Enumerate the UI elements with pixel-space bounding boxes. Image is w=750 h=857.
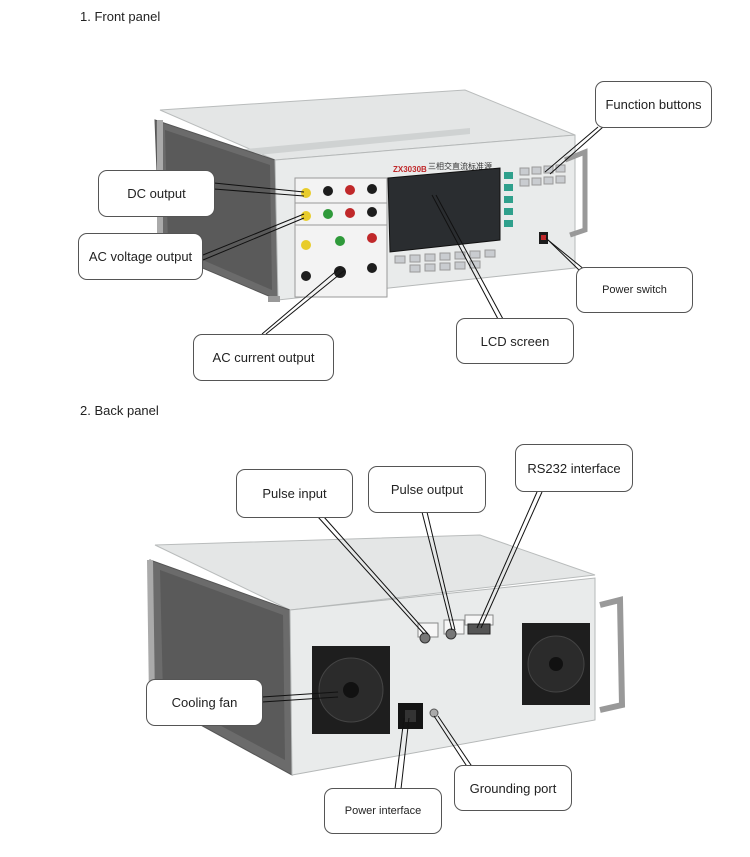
back-device [147, 534, 626, 776]
callout-ac-voltage-output: AC voltage output [78, 233, 203, 280]
front-device: ZX3030B 三相交直流标准源 [154, 89, 588, 302]
callout-pulse-output: Pulse output [368, 466, 486, 513]
grounding-port[interactable] [429, 708, 439, 718]
front-leader-lines [202, 126, 604, 335]
callout-cooling-fan: Cooling fan [146, 679, 263, 726]
callout-dc-output: DC output [98, 170, 215, 217]
front-panel-title: 1. Front panel [80, 9, 161, 24]
back-panel-title: 2. Back panel [80, 403, 159, 418]
callout-ac-current-output: AC current output [193, 334, 334, 381]
callout-pulse-input: Pulse input [236, 469, 353, 518]
callout-rs232-interface: RS232 interface [515, 444, 633, 492]
callout-power-interface: Power interface [324, 788, 442, 834]
callout-function-buttons: Function buttons [595, 81, 712, 128]
callout-grounding-port: Grounding port [454, 765, 572, 811]
pulse-input-port[interactable] [419, 632, 431, 644]
ac-voltage-terminal-yellow[interactable] [301, 211, 311, 221]
model-label: ZX3030B [393, 165, 427, 174]
keypad[interactable] [394, 249, 496, 273]
callout-lcd-screen: LCD screen [456, 318, 574, 364]
device-name-label: 三相交直流标准源 [428, 161, 492, 171]
pulse-output-port[interactable] [445, 628, 457, 640]
callout-power-switch: Power switch [576, 267, 693, 313]
dc-output-terminal-yellow[interactable] [301, 188, 311, 198]
rs232-port[interactable] [467, 623, 491, 635]
lcd-side-buttons[interactable] [504, 172, 513, 227]
back-leader-lines [261, 491, 543, 790]
ac-current-terminal-black[interactable] [334, 266, 346, 278]
